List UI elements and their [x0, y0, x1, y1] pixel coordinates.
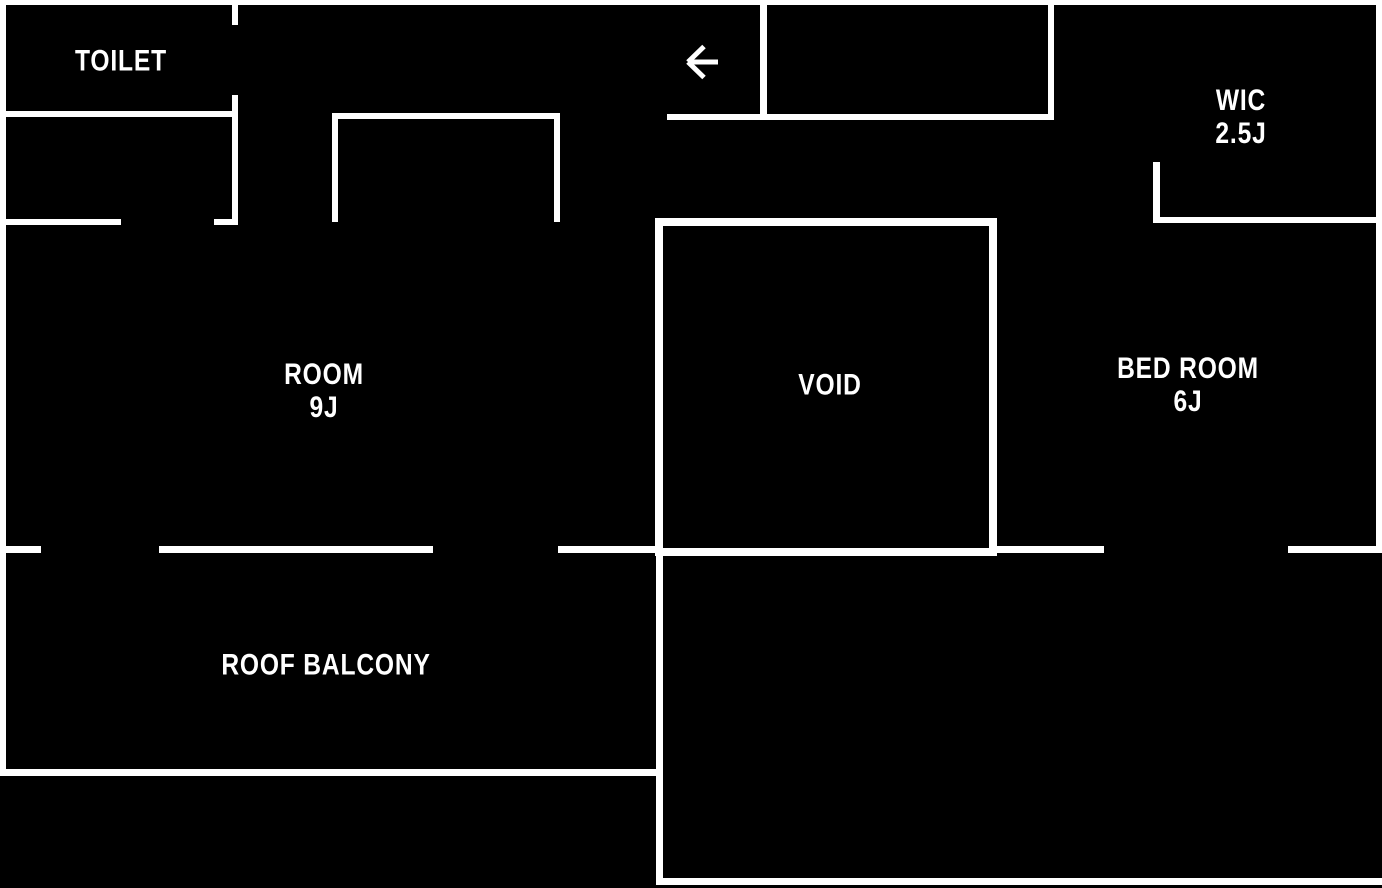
- void-shaft-outline: [655, 218, 997, 556]
- wall-closet-right: [554, 113, 560, 222]
- void-name: VOID: [798, 368, 862, 402]
- bed-room-name: BED ROOM: [1117, 352, 1259, 385]
- toilet-room-name: TOILET: [75, 44, 167, 78]
- wall-closet-left: [332, 113, 338, 222]
- wall-wic-left: [1153, 162, 1160, 223]
- wall-left-border: [0, 0, 6, 776]
- wall-balcony-bottom: [0, 769, 663, 776]
- wall-vestibule-bottom-right: [214, 219, 238, 225]
- wall-main-left-c: [558, 546, 656, 553]
- wic-room-name: WIC: [1215, 84, 1267, 117]
- wall-main-right-a: [997, 546, 1104, 553]
- wall-main-right-b: [1288, 546, 1382, 553]
- wall-corridor: [667, 114, 1054, 120]
- wall-bottom-border: [656, 878, 1382, 885]
- roof-balcony-name: ROOF BALCONY: [221, 648, 431, 682]
- wall-main-left-b: [159, 546, 433, 553]
- void-label: VOID: [798, 369, 861, 402]
- room-label: ROOM 9J: [284, 358, 364, 424]
- toilet-room-label: TOILET: [75, 45, 167, 78]
- roof-balcony-label: ROOF BALCONY: [221, 649, 430, 682]
- wall-closet-top: [332, 113, 560, 119]
- left-arrow-icon: [686, 44, 718, 80]
- wall-entry-right: [760, 5, 767, 117]
- wall-toilet-bottom: [0, 111, 238, 117]
- wall-vestibule-bottom-left: [0, 219, 121, 225]
- wic-room-size: 2.5J: [1215, 117, 1267, 150]
- wall-toilet-divider-upper: [232, 5, 238, 25]
- wall-main-left-a: [0, 546, 41, 553]
- wall-hall-right: [1048, 5, 1054, 120]
- wall-top-border: [0, 0, 1382, 5]
- wic-room-label: WIC 2.5J: [1215, 84, 1266, 150]
- wall-wic-bottom: [1153, 217, 1382, 223]
- wall-right-border: [1376, 0, 1382, 553]
- bed-room-label: BED ROOM 6J: [1117, 352, 1259, 418]
- room-size: 9J: [309, 391, 339, 424]
- wall-balcony-divider: [656, 546, 663, 885]
- wall-toilet-divider-lower: [232, 95, 238, 225]
- bed-room-size: 6J: [1173, 385, 1203, 418]
- room-name: ROOM: [284, 358, 364, 391]
